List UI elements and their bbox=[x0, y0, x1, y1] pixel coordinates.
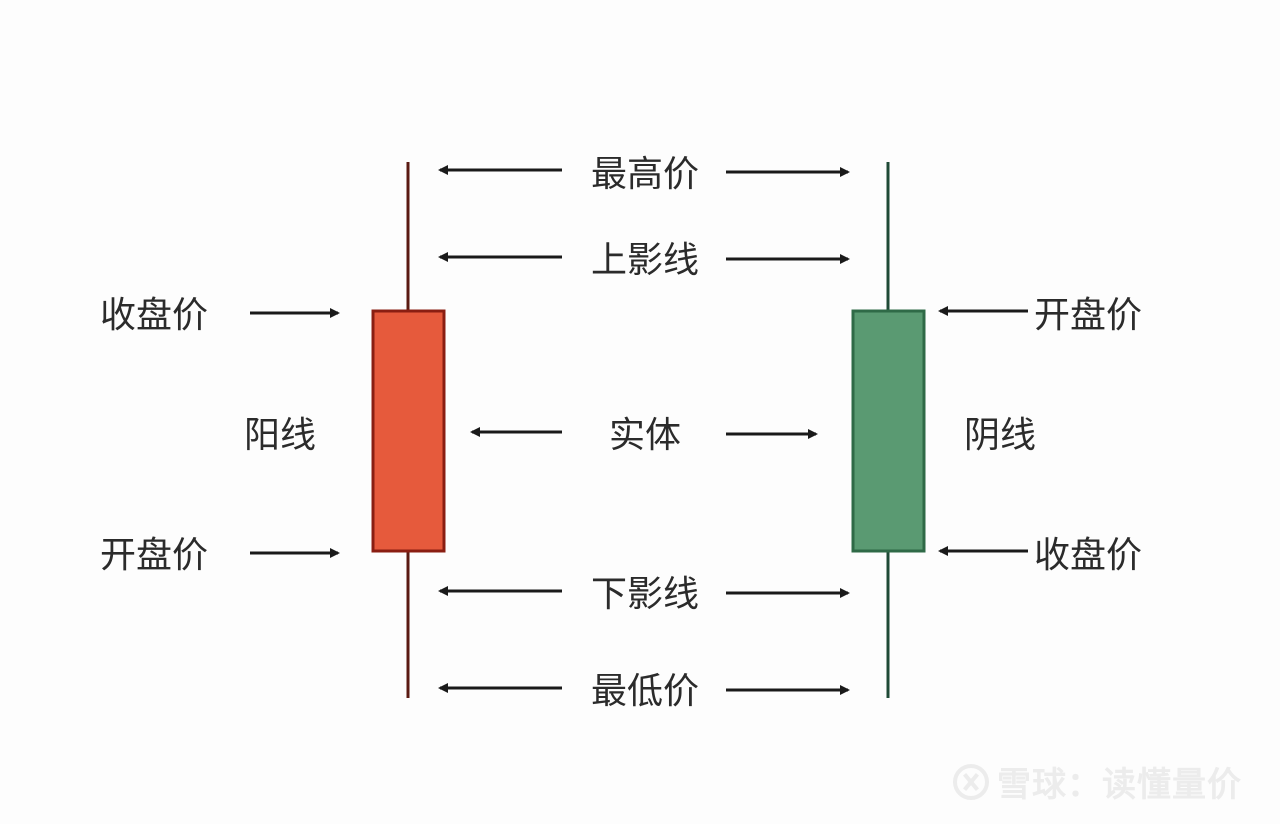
yang-close-label: 收盘价 bbox=[100, 295, 208, 336]
yang-open-annotation: 开盘价 bbox=[100, 535, 340, 576]
snowball-logo-icon bbox=[953, 763, 989, 800]
yin-line-label: 阴线 bbox=[964, 415, 1036, 456]
yin-close-label: 收盘价 bbox=[1034, 535, 1142, 576]
watermark-text: 雪球：读懂量价 bbox=[997, 765, 1242, 805]
yang-candle bbox=[371, 162, 446, 698]
yin-open-annotation: 开盘价 bbox=[938, 295, 1142, 336]
yin-candle bbox=[851, 162, 926, 698]
highest-price-label: 最高价 bbox=[591, 154, 699, 195]
upper-shadow-annotation: 上影线 bbox=[438, 240, 850, 281]
yin-open-label: 开盘价 bbox=[1034, 295, 1142, 336]
lower-shadow-label: 下影线 bbox=[591, 574, 699, 615]
lowest-price-label: 最低价 bbox=[591, 671, 699, 712]
yin-body bbox=[851, 309, 926, 553]
yin-close-annotation: 收盘价 bbox=[938, 535, 1142, 576]
watermark: 雪球：读懂量价 bbox=[953, 757, 1242, 806]
lowest-price-annotation: 最低价 bbox=[438, 671, 850, 712]
highest-price-annotation: 最高价 bbox=[438, 154, 850, 195]
yang-close-annotation: 收盘价 bbox=[100, 295, 340, 336]
yang-open-label: 开盘价 bbox=[100, 535, 208, 576]
lower-shadow-annotation: 下影线 bbox=[438, 574, 850, 615]
body-annotation: 实体 bbox=[470, 415, 818, 456]
body-label: 实体 bbox=[609, 415, 681, 456]
upper-shadow-label: 上影线 bbox=[591, 240, 699, 281]
yang-body bbox=[371, 309, 446, 553]
yang-line-label: 阳线 bbox=[244, 415, 316, 456]
